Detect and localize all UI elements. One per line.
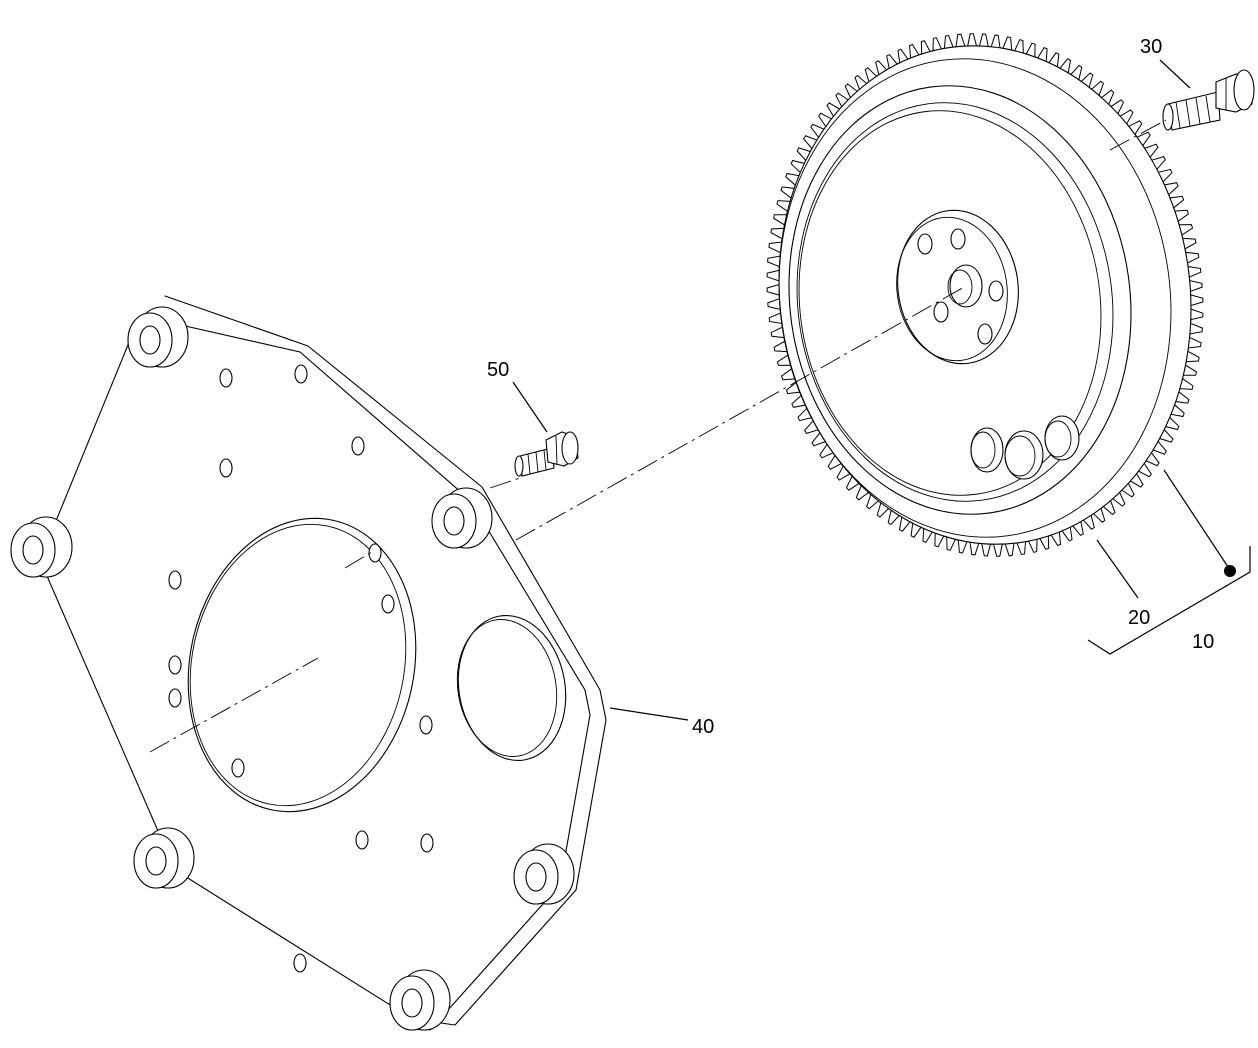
bolt-50: [514, 431, 579, 477]
bolt-30: [1162, 69, 1255, 131]
secondary-bore: [457, 614, 567, 762]
plate-holes: [168, 364, 434, 973]
boss-lower-right: [513, 843, 575, 905]
boss-left: [10, 516, 73, 578]
dowel-bosses: [10, 306, 575, 1031]
flywheel-assembly: [766, 33, 1204, 557]
callout-labels: 30 50 40 20 10: [487, 36, 1214, 738]
callout-40: 40: [692, 716, 714, 738]
boss-bottom: [389, 969, 451, 1031]
adapter-plate: [10, 295, 607, 1031]
boss-top-left: [127, 306, 189, 368]
callout-30: 30: [1140, 36, 1162, 58]
leader-lines: [512, 59, 1251, 721]
balance-holes: [970, 415, 1080, 480]
boss-lower-left: [133, 827, 195, 889]
center-bore: [187, 517, 417, 813]
callout-dot: [1224, 565, 1236, 577]
callout-20: 20: [1128, 607, 1150, 629]
callout-10: 10: [1192, 631, 1214, 653]
callout-50: 50: [487, 359, 509, 381]
pilot-bore: [949, 264, 983, 308]
assembly-axes: [149, 119, 1167, 753]
boss-upper-mid: [431, 487, 493, 549]
